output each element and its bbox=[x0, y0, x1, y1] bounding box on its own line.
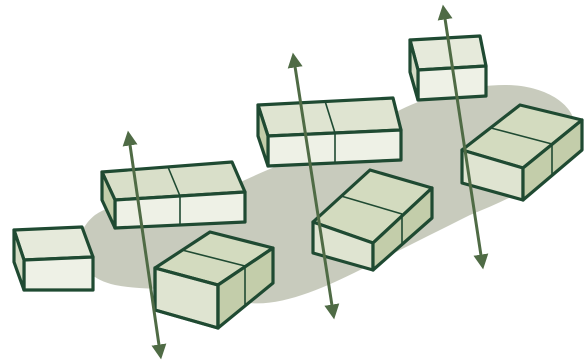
block-middle-tilted bbox=[311, 168, 434, 272]
block-middle-long bbox=[256, 96, 403, 168]
block-left-small bbox=[12, 225, 95, 292]
double-arrow-left bbox=[122, 130, 167, 360]
double-arrow-right bbox=[437, 4, 489, 270]
block-left-long bbox=[100, 160, 247, 230]
double-arrow-middle bbox=[287, 52, 340, 320]
